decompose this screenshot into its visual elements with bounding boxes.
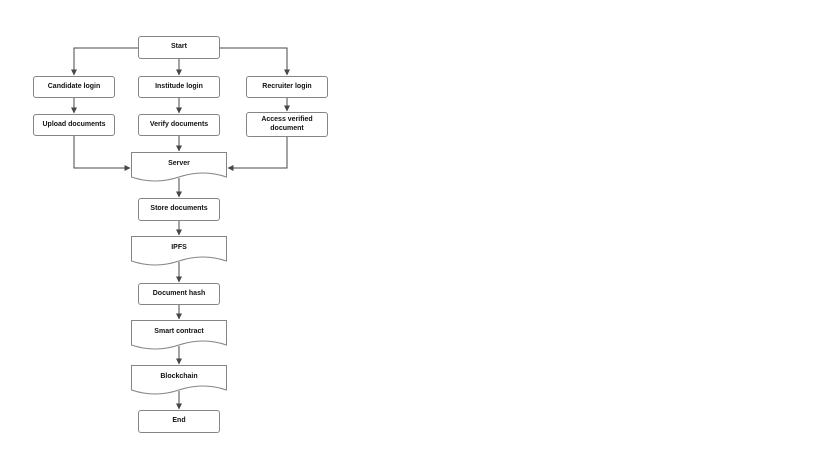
node-label: End [172, 417, 186, 425]
node-label: IPFS [171, 244, 187, 252]
node-institude-login: Institude login [138, 76, 220, 98]
node-smart-contract: Smart contract [131, 320, 227, 351]
node-start: Start [138, 36, 220, 59]
node-access-verified-document: Access verified document [246, 112, 328, 137]
node-label: Store documents [150, 205, 208, 213]
node-label: Smart contract [154, 328, 204, 336]
node-label: Verify documents [149, 120, 209, 128]
edge-start-to-candidate-login [71, 47, 138, 76]
document-shape-outline [131, 365, 227, 395]
node-upload-documents: Upload documents [33, 114, 115, 136]
node-label: Institude login [155, 82, 203, 90]
node-label: Access verified document [261, 116, 313, 132]
node-blockchain: Blockchain [131, 365, 227, 396]
node-label: Server [168, 160, 190, 168]
node-label: Document hash [152, 289, 206, 297]
edge-start-to-recruiter-login [220, 47, 290, 76]
node-end: End [138, 410, 220, 433]
node-verify-documents: Verify documents [138, 114, 220, 136]
node-label: Upload documents [42, 120, 106, 128]
node-ipfs: IPFS [131, 236, 227, 267]
node-server: Server [131, 152, 227, 183]
document-shape-outline [131, 152, 227, 182]
node-store-documents: Store documents [138, 198, 220, 221]
node-label: Candidate login [47, 82, 101, 90]
node-label: Start [171, 43, 187, 51]
node-label: Recruiter login [262, 82, 312, 90]
document-shape-outline [131, 320, 227, 350]
edge-access-verified-document-to-server [227, 137, 288, 171]
node-document-hash: Document hash [138, 283, 220, 305]
edge-upload-documents-to-server [73, 136, 131, 171]
node-recruiter-login: Recruiter login [246, 76, 328, 98]
document-shape-outline [131, 236, 227, 266]
node-label: Blockchain [160, 373, 198, 381]
node-candidate-login: Candidate login [33, 76, 115, 98]
